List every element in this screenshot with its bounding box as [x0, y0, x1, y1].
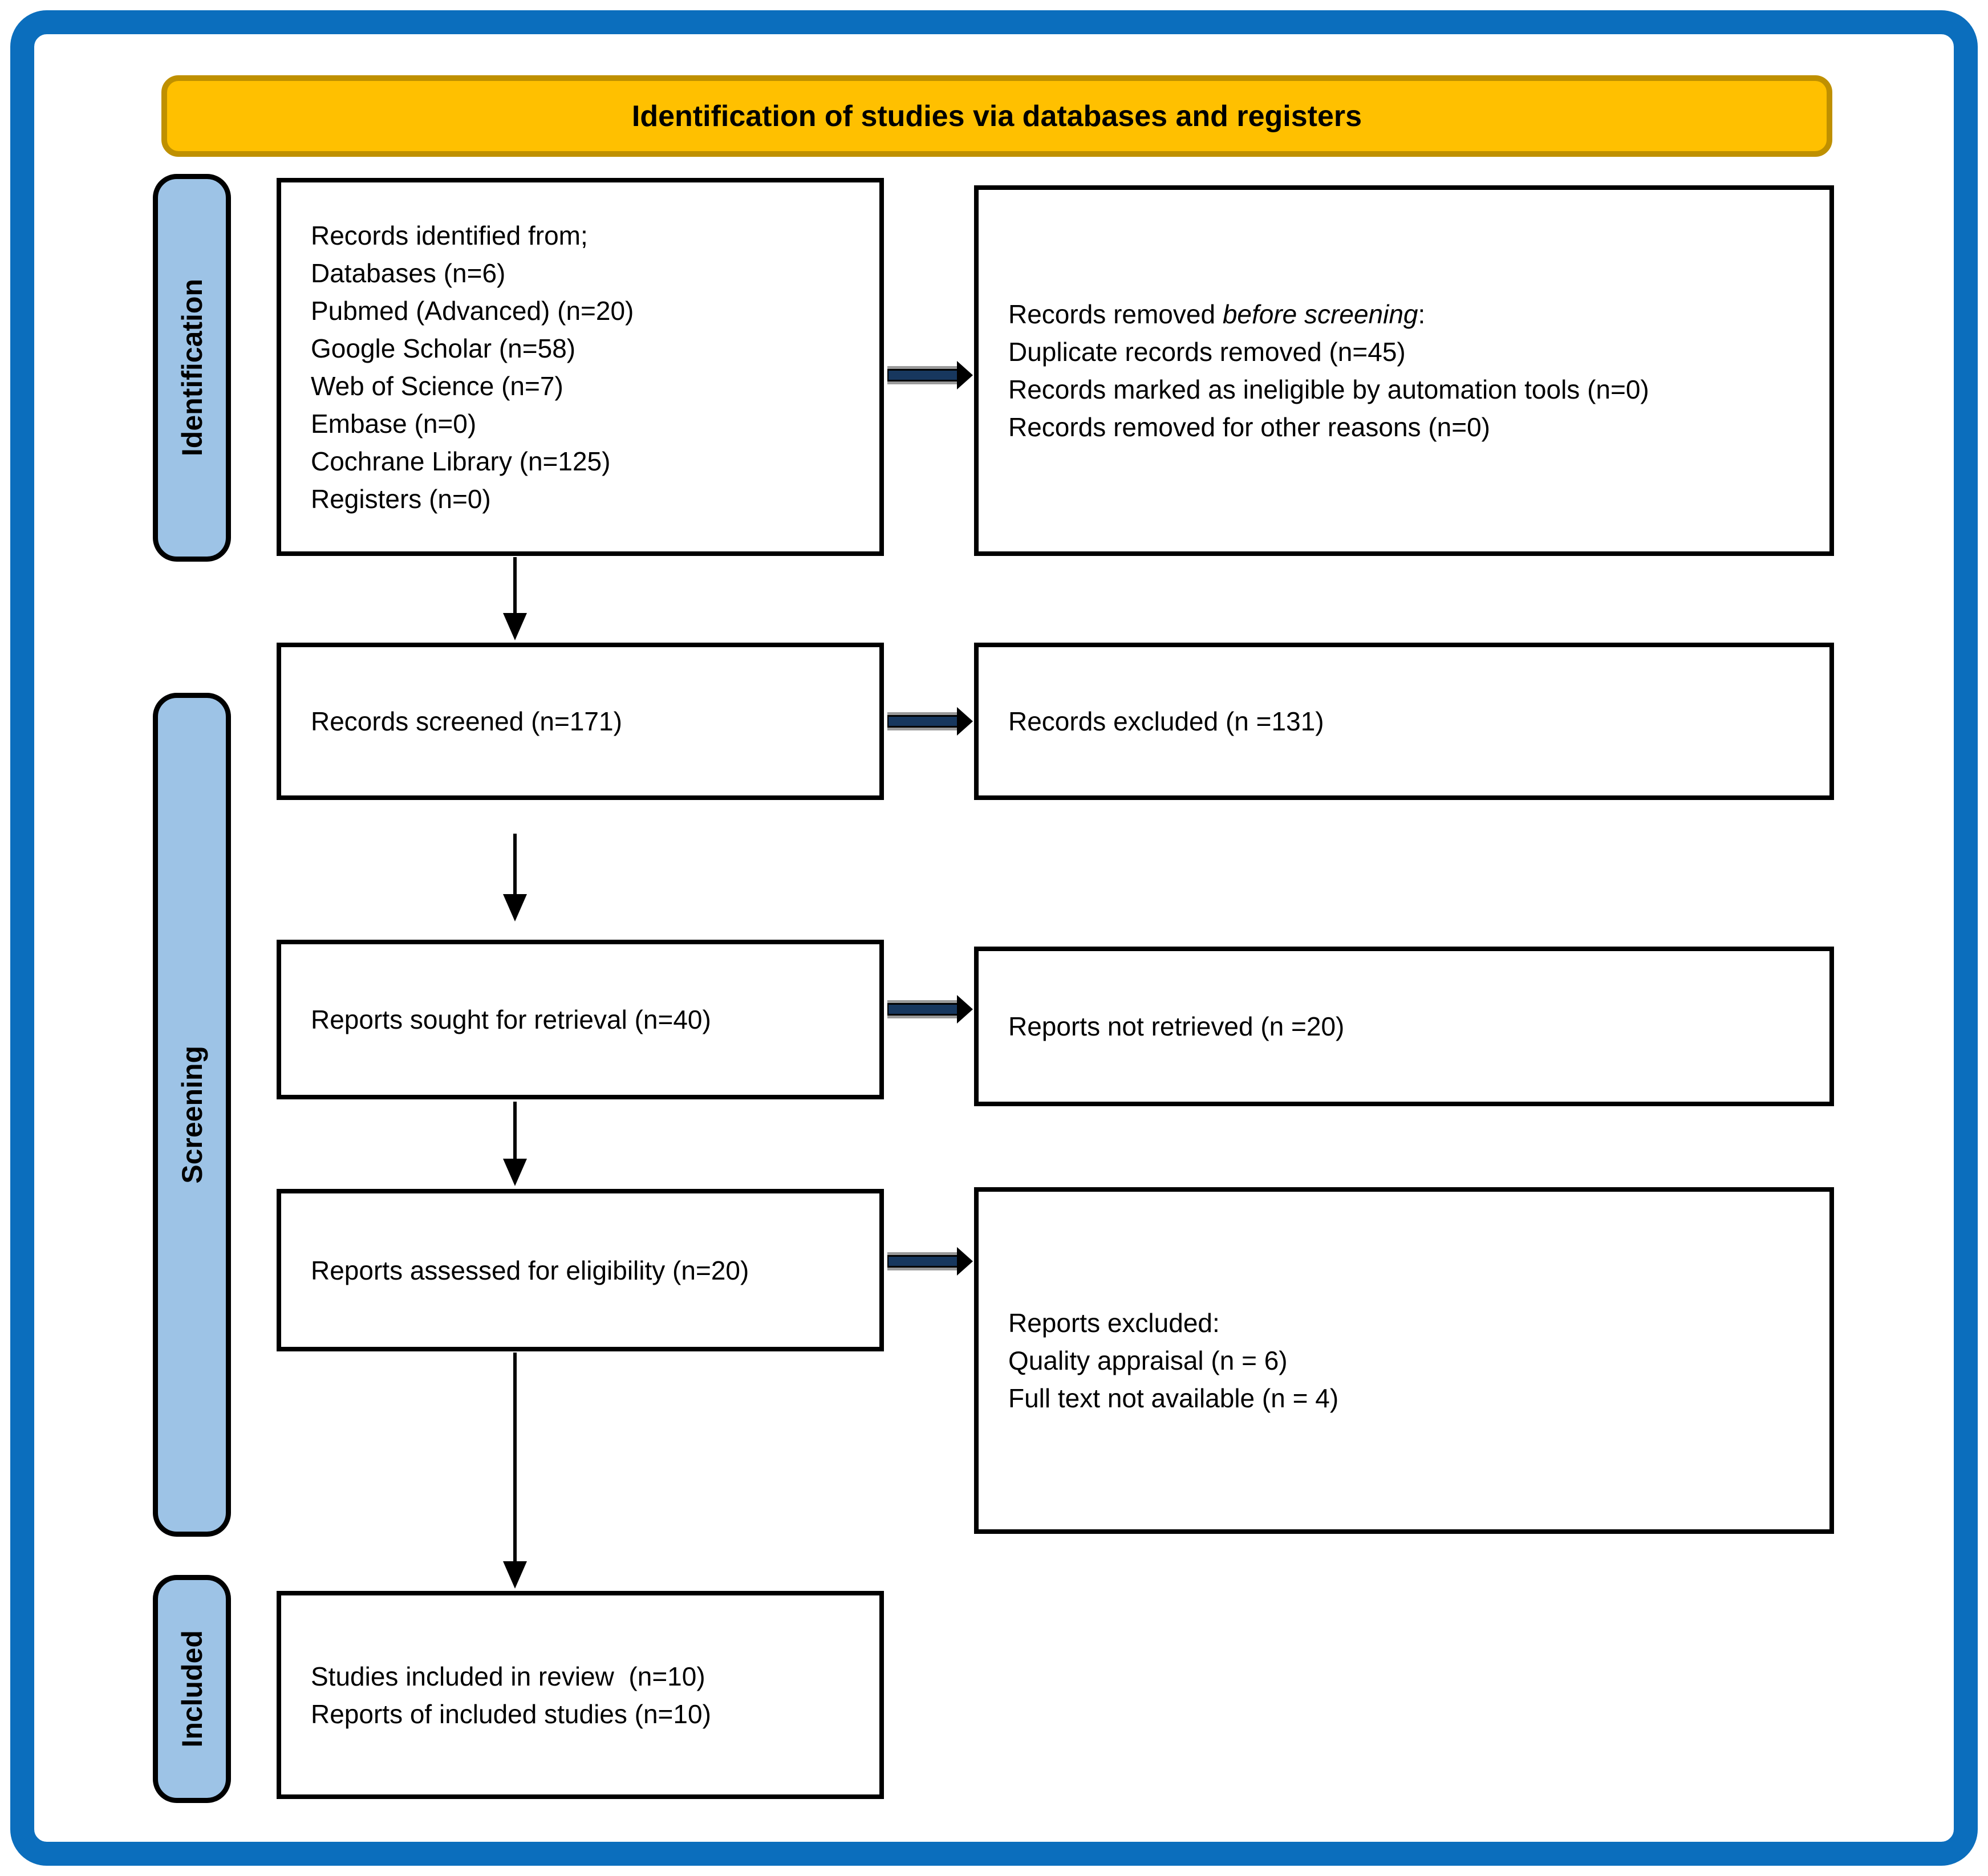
box-line: Pubmed (Advanced) (n=20) [311, 295, 634, 326]
right-arrow-icon [887, 704, 974, 738]
down-arrow-head-icon [503, 894, 527, 921]
box-reports-excluded: Reports excluded: Quality appraisal (n =… [974, 1187, 1834, 1534]
box-line: Cochrane Library (n=125) [311, 446, 611, 476]
banner: Identification of studies via databases … [161, 75, 1832, 157]
down-arrow-line [513, 557, 517, 614]
outer-frame [10, 10, 1978, 1866]
down-arrow-head-icon [503, 1159, 527, 1186]
down-arrow-line [513, 1353, 517, 1562]
box-reports-sought: Reports sought for retrieval (n=40) [277, 940, 884, 1099]
box-line: Records marked as ineligible by automati… [1008, 375, 1649, 404]
box-line: Reports excluded: [1008, 1308, 1220, 1338]
box-reports-not-retrieved: Reports not retrieved (n =20) [974, 947, 1834, 1106]
banner-title: Identification of studies via databases … [631, 99, 1362, 133]
box-records-excluded: Records excluded (n =131) [974, 643, 1834, 800]
box-studies-included: Studies included in review (n=10) Report… [277, 1591, 884, 1799]
box-line: Records screened (n=171) [311, 706, 622, 736]
right-arrow-icon [887, 992, 974, 1026]
box-line: Reports not retrieved (n =20) [1008, 1012, 1345, 1041]
stage-included: Included [153, 1575, 231, 1803]
box-line: Records removed before screening: [1008, 295, 1812, 333]
box-line: Embase (n=0) [311, 408, 477, 438]
right-arrow-icon [887, 358, 974, 392]
box-line: Records removed for other reasons (n=0) [1008, 412, 1491, 442]
down-arrow-head-icon [503, 613, 527, 640]
box-line: Quality appraisal (n = 6) [1008, 1346, 1288, 1375]
right-arrow-icon [887, 1244, 974, 1278]
box-records-identified: Records identified from; Databases (n=6)… [277, 178, 884, 556]
stage-screening: Screening [153, 693, 231, 1537]
box-line: Reports of included studies (n=10) [311, 1699, 711, 1729]
box-line: Registers (n=0) [311, 484, 491, 514]
box-line: Records identified from; [311, 220, 588, 250]
text-segment: : [1418, 299, 1426, 329]
text-segment: Records removed [1008, 299, 1223, 329]
box-line: Records excluded (n =131) [1008, 706, 1324, 736]
box-line: Google Scholar (n=58) [311, 333, 576, 363]
box-records-removed: Records removed before screening: Duplic… [974, 185, 1834, 556]
box-line: Reports assessed for eligibility (n=20) [311, 1255, 749, 1285]
box-line: Full text not available (n = 4) [1008, 1383, 1339, 1413]
box-line: Reports sought for retrieval (n=40) [311, 1005, 711, 1034]
box-line: Studies included in review (n=10) [311, 1661, 705, 1691]
box-line: Duplicate records removed (n=45) [1008, 337, 1406, 367]
down-arrow-line [513, 834, 517, 895]
box-reports-assessed: Reports assessed for eligibility (n=20) [277, 1189, 884, 1351]
down-arrow-head-icon [503, 1561, 527, 1589]
stage-identification: Identification [153, 174, 231, 562]
stage-included-label: Included [176, 1630, 208, 1748]
box-records-screened: Records screened (n=171) [277, 643, 884, 800]
text-segment-italic: before screening [1222, 299, 1418, 329]
box-line: Web of Science (n=7) [311, 371, 563, 401]
down-arrow-line [513, 1102, 517, 1160]
stage-screening-label: Screening [176, 1046, 208, 1184]
box-line: Databases (n=6) [311, 258, 506, 288]
stage-identification-label: Identification [176, 279, 208, 457]
